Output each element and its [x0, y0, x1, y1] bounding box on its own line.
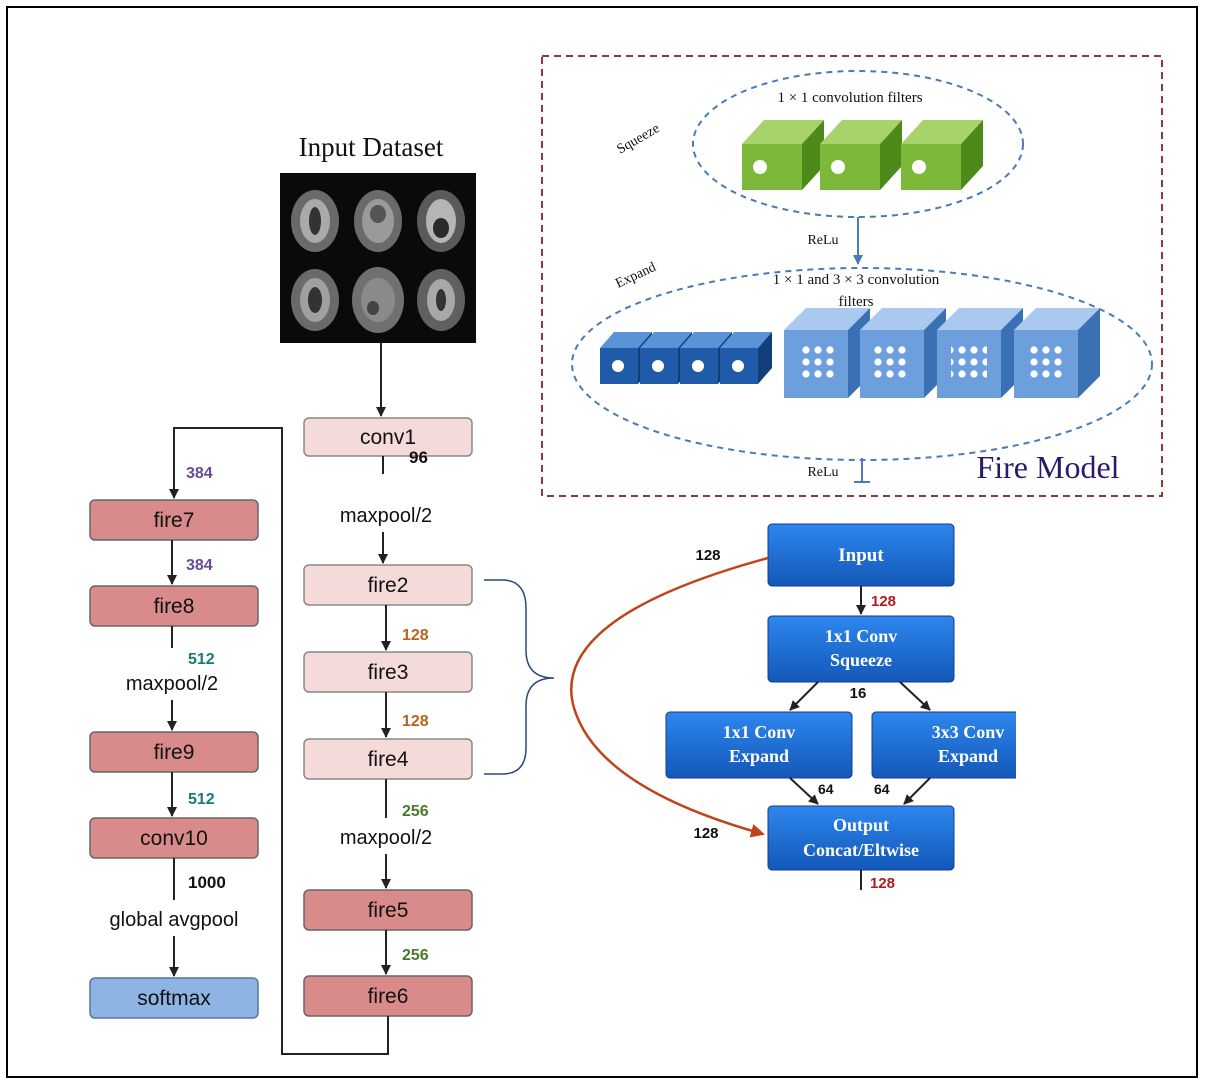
fire5-label: fire5: [368, 899, 409, 922]
num-1000: 1000: [188, 873, 226, 892]
fire-bracket: [484, 579, 555, 775]
maxpool-a-label: maxpool/2: [340, 505, 432, 527]
squeeze-to-expand3-arrow: [899, 681, 931, 711]
skip-128-bottom: 128: [693, 825, 718, 842]
architecture-diagram: Input Dataset 1 × 1 convolution filters …: [89, 55, 1163, 1055]
out-128: 128: [870, 875, 895, 892]
mri-images-grid: [280, 173, 476, 343]
conv10-label: conv10: [140, 827, 208, 850]
fire9-box: [89, 731, 259, 773]
fire2-box: [303, 564, 473, 606]
expand-filters-text-1: 1 × 1 and 3 × 3 convolution: [773, 272, 940, 288]
num-384-a: 384: [186, 465, 213, 482]
fire6-label: fire6: [368, 985, 409, 1008]
fire7-box: [89, 499, 259, 541]
num-384-b: 384: [186, 557, 213, 574]
softmax-label: softmax: [137, 987, 211, 1010]
squeeze-box-line1: 1x1 Conv: [825, 626, 898, 646]
num-128-b: 128: [402, 713, 429, 730]
fire3-label: fire3: [368, 661, 409, 684]
expand1-box-line2: Expand: [729, 746, 789, 766]
squeeze-filter-1: [742, 120, 824, 190]
avgpool-label: global avgpool: [110, 909, 239, 931]
squeeze-filters-text: 1 × 1 convolution filters: [777, 90, 922, 106]
num-64-b: 64: [874, 781, 890, 797]
softmax-box: [89, 977, 259, 1019]
expand-filters-text-2: filters: [839, 294, 874, 310]
squeeze-to-expand1-arrow: [789, 681, 819, 711]
output-box-line2: Concat/Eltwise: [803, 840, 919, 860]
num-16: 16: [850, 685, 867, 702]
num-256-b: 256: [402, 947, 429, 964]
expand1-to-output-arrow: [789, 777, 819, 805]
fire9-label: fire9: [154, 741, 195, 764]
loop-connector: [169, 427, 389, 1055]
skip-connection-arrow: [570, 556, 769, 838]
squeeze-label: Squeeze: [615, 121, 663, 157]
num-96: 96: [409, 448, 428, 467]
figure-frame: Input Dataset 1 × 1 convolution filters …: [6, 6, 1198, 1078]
expand-1x1-filters: [600, 332, 772, 384]
maxpool-c-label: maxpool/2: [126, 673, 218, 695]
expand3-to-output-arrow: [903, 777, 931, 805]
num-512-b: 512: [188, 791, 215, 808]
panel-clip-mask: [1016, 708, 1076, 788]
num-256-a: 256: [402, 803, 429, 820]
squeeze-filter-3: [901, 120, 983, 190]
expand1-box: [665, 711, 853, 779]
fire-model-title: Fire Model: [976, 449, 1119, 485]
expand3-box-line1: 3x3 Conv: [932, 722, 1005, 742]
in-128: 128: [871, 593, 896, 610]
fire4-box: [303, 738, 473, 780]
fire8-label: fire8: [154, 595, 195, 618]
squeeze-filter-2: [820, 120, 902, 190]
relu-label-1: ReLu: [807, 233, 838, 248]
squeeze-box: [767, 615, 955, 683]
fire7-label: fire7: [154, 509, 195, 532]
fire-model-panel: [541, 55, 1163, 497]
conv1-box: [303, 417, 473, 457]
num-512-a: 512: [188, 651, 215, 668]
maxpool-b-label: maxpool/2: [340, 827, 432, 849]
relu-label-2: ReLu: [807, 465, 838, 480]
fire4-label: fire4: [368, 748, 409, 771]
expand-label: Expand: [613, 260, 658, 292]
expand3-box-line2: Expand: [938, 746, 998, 766]
expand-3x3-filters: [784, 308, 1100, 398]
fire8-box: [89, 585, 259, 627]
squeeze-ellipse: [692, 70, 1024, 218]
num-64-a: 64: [818, 781, 834, 797]
fire2-label: fire2: [368, 574, 409, 597]
fire5-box: [303, 889, 473, 931]
input-dataset-title: Input Dataset: [299, 132, 444, 162]
num-128-a: 128: [402, 627, 429, 644]
input-box-label: Input: [838, 545, 884, 566]
fire3-box: [303, 651, 473, 693]
skip-128-top: 128: [695, 547, 720, 564]
conv1-label: conv1: [360, 426, 416, 449]
expand1-box-line1: 1x1 Conv: [723, 722, 796, 742]
squeeze-box-line2: Squeeze: [830, 650, 892, 670]
output-box-line1: Output: [833, 815, 889, 835]
